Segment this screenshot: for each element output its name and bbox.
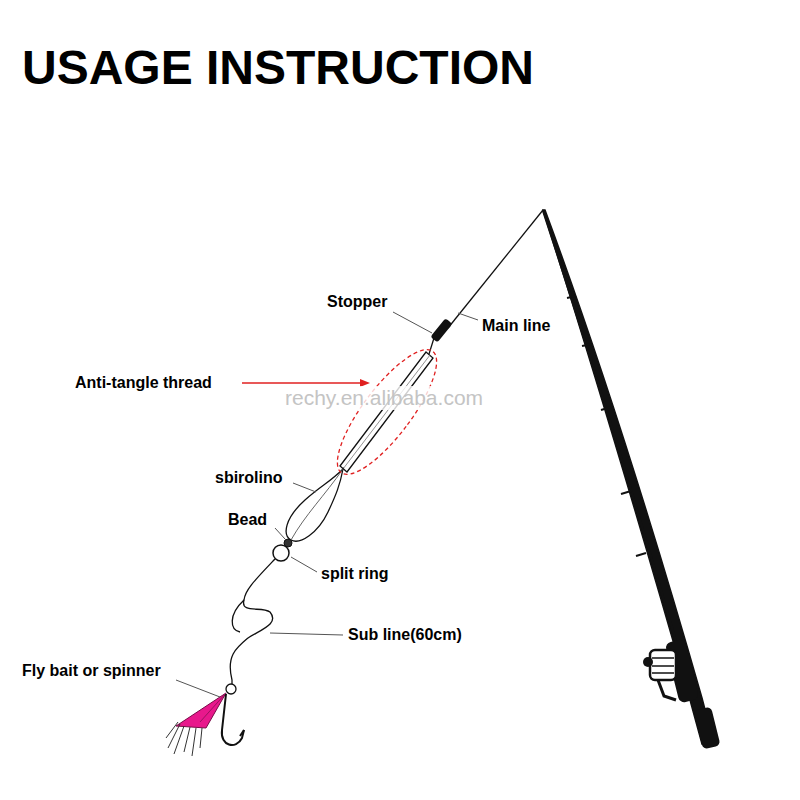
part-label: Main line <box>482 317 550 335</box>
part-label: split ring <box>321 565 389 583</box>
page-title: USAGE INSTRUCTION <box>22 40 534 95</box>
part-label: sbirolino <box>215 469 283 487</box>
part-label: Anti-tangle thread <box>75 374 212 392</box>
split-ring <box>273 545 289 561</box>
part-label: Sub line(60cm) <box>348 626 462 644</box>
sbirolino <box>286 352 433 541</box>
main-line <box>448 210 543 328</box>
highlight-ellipse <box>322 337 452 487</box>
part-label: Fly bait or spinner <box>22 662 161 680</box>
sub-line <box>230 559 275 684</box>
watermark: rechy.en.alibaba.com <box>283 386 485 410</box>
rod-butt <box>693 706 720 749</box>
fly-bait <box>166 684 244 756</box>
red-arrow <box>242 382 362 383</box>
spinning-reel <box>643 650 680 700</box>
fishing-rod <box>543 210 714 744</box>
part-label: Bead <box>228 511 267 529</box>
rod-guides <box>567 296 646 556</box>
part-label: Stopper <box>327 293 387 311</box>
leader-lines <box>176 312 478 697</box>
